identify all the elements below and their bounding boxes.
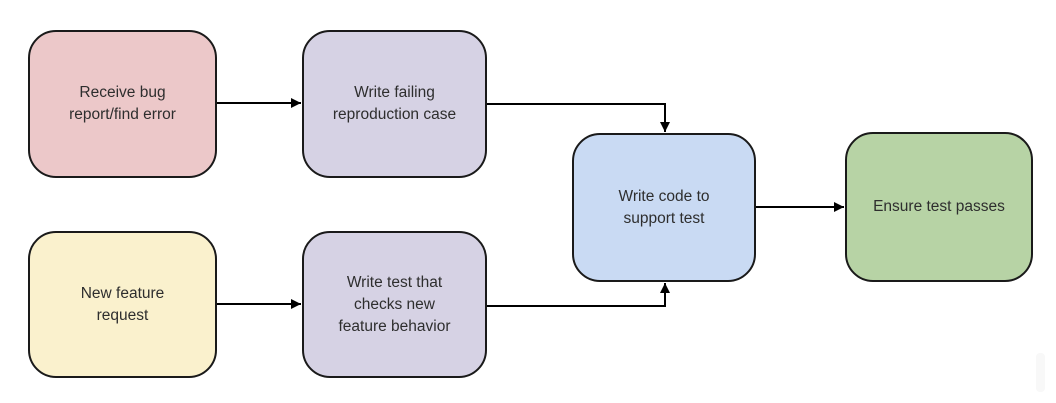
node-write-test-checks-feature: Write test that checks new feature behav… [302,231,487,378]
edge-reproduction-to-code [486,103,670,132]
node-write-test-checks-feature-label: Write test that checks new feature behav… [338,273,451,335]
node-write-code-support-test-label: Write code to support test [618,187,710,227]
node-write-failing-reproduction-label: Write failing reproduction case [332,84,457,123]
node-ensure-test-passes: Ensure test passes [845,132,1033,282]
node-receive-bug-report: Receive bug report/find error [28,30,217,178]
edge-test-to-code [486,283,670,307]
node-receive-bug-report-label: Receive bug report/find error [69,84,176,123]
node-new-feature-request-label: New feature request [80,284,165,324]
node-write-failing-reproduction: Write failing reproduction case [302,30,487,178]
node-write-code-support-test: Write code to support test [572,133,756,282]
node-new-feature-request: New feature request [28,231,217,378]
node-ensure-test-passes-label: Ensure test passes [873,198,1005,215]
scrollbar-thumb[interactable] [1036,353,1045,392]
